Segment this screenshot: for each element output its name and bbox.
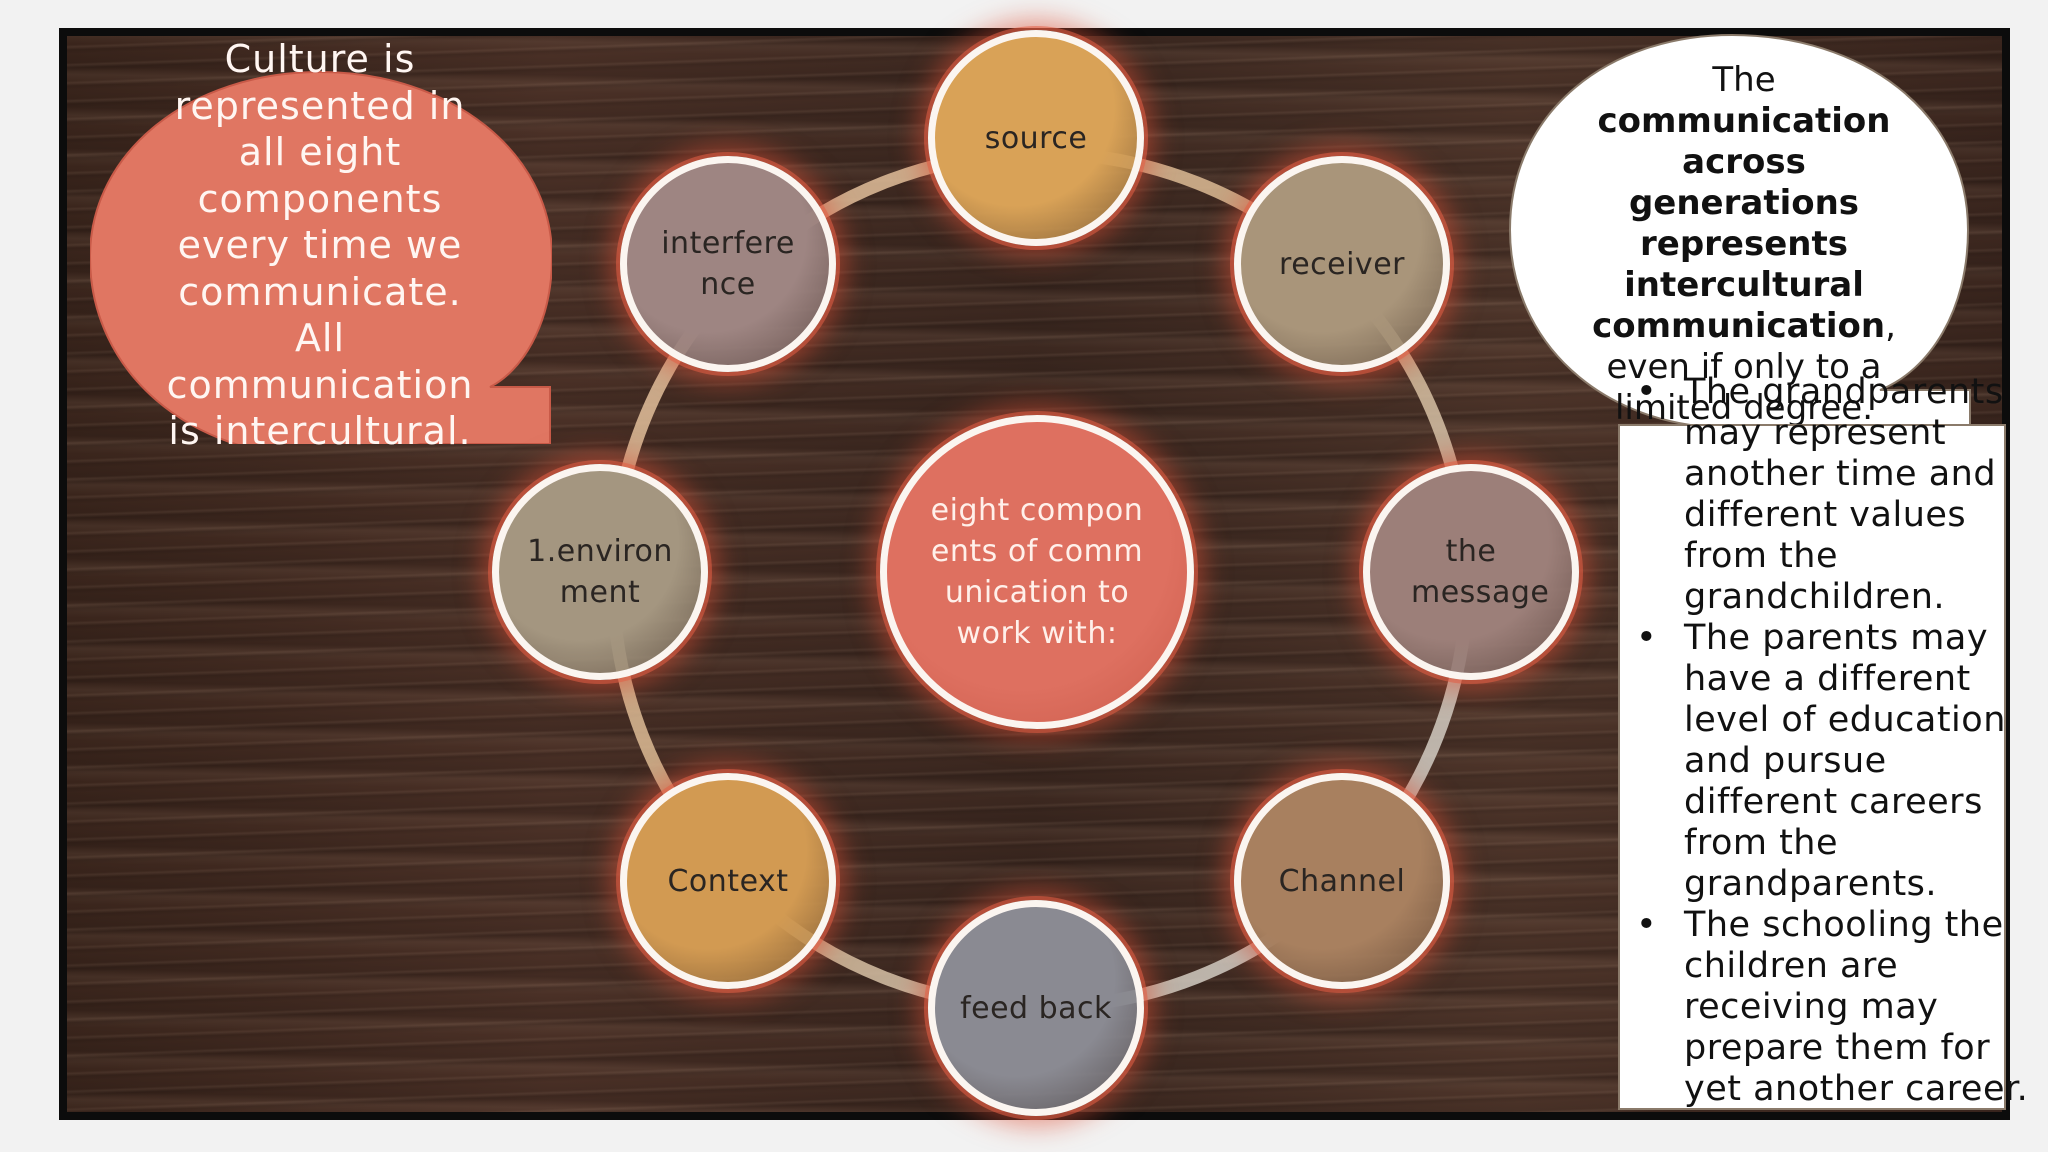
node-feedback: feed back — [928, 900, 1144, 1116]
bullet-icon: • — [1636, 905, 1658, 945]
node-interference: interference — [620, 156, 836, 372]
note-text: The schooling the children are receiving… — [1684, 905, 2029, 1109]
note-text: The parents may have a different level o… — [1684, 618, 2006, 904]
right-bubble-part2: , even if only to a limited degree. — [1606, 306, 1896, 428]
note-text: The grandparents may represent another t… — [1684, 372, 2004, 617]
node-context: Context — [620, 773, 836, 989]
node-environment-label: 1.environment — [527, 534, 673, 610]
node-channel: Channel — [1234, 773, 1450, 989]
node-source: source — [928, 30, 1144, 246]
node-message-label: the message — [1411, 534, 1550, 610]
left-speech-bubble — [90, 70, 552, 444]
node-receiver: receiver — [1234, 156, 1450, 372]
node-feedback-label: feed back — [960, 990, 1112, 1026]
center-node: eight components of communication to wor… — [880, 415, 1194, 729]
notes-box — [1618, 424, 2006, 1110]
note-item: • The grandparents may represent another … — [1628, 372, 2048, 618]
left-bubble-text: Culture is represented in all eight comp… — [166, 37, 474, 453]
bullet-icon: • — [1636, 618, 1658, 658]
node-context-label: Context — [667, 863, 789, 899]
node-channel-label: Channel — [1278, 863, 1406, 899]
note-item: • The parents may have a different level … — [1628, 618, 2048, 905]
note-item: • The schooling the children are receivin… — [1628, 905, 2048, 1110]
right-bubble-text: The communication across generations rep… — [1576, 60, 1912, 429]
node-receiver-label: receiver — [1279, 246, 1405, 282]
right-bubble-bold: communication across generations represe… — [1592, 101, 1891, 346]
right-bubble-part1: The — [1712, 60, 1776, 100]
node-message: the message — [1363, 464, 1579, 680]
node-interference-label: interference — [661, 226, 795, 302]
center-node-label: eight components of communication to wor… — [930, 493, 1144, 651]
node-source-label: source — [984, 120, 1088, 156]
notes-list: • The grandparents may represent another … — [1628, 372, 2048, 1110]
node-environment: 1.environment — [492, 464, 708, 680]
bullet-icon: • — [1636, 372, 1658, 412]
left-bubble-shape — [90, 70, 552, 444]
